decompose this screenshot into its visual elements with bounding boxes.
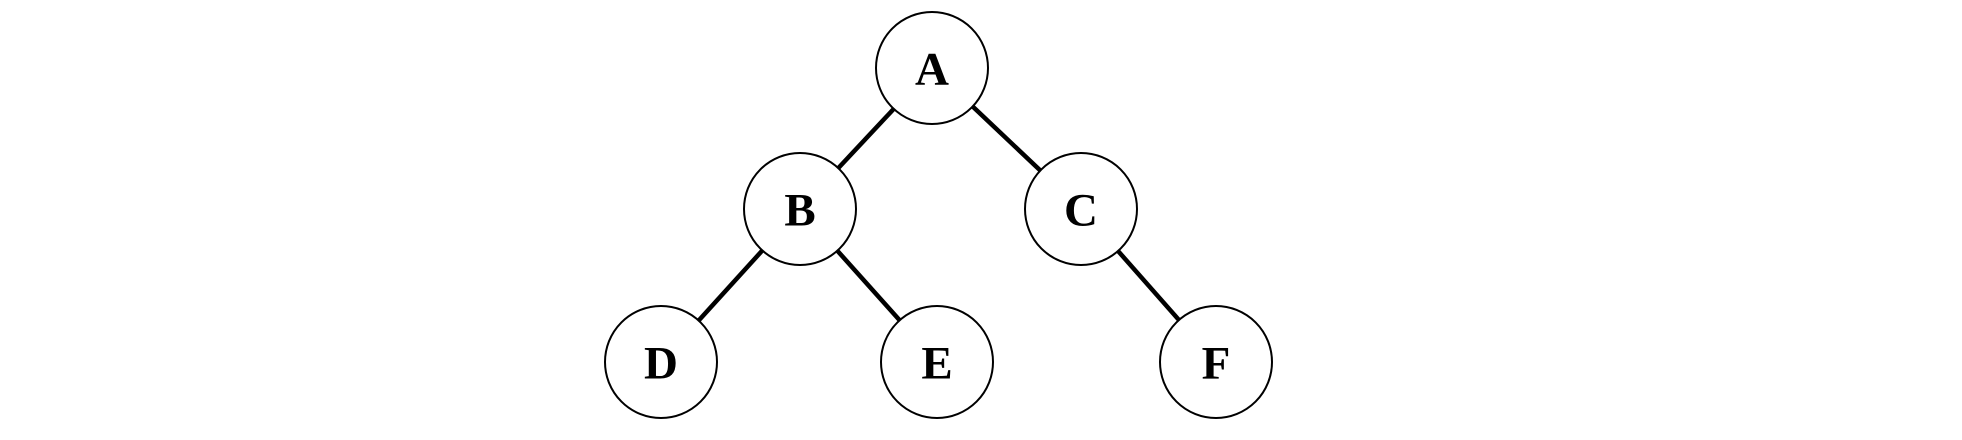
tree-nodes-layer: A B C D E F <box>604 11 1273 419</box>
tree-node-label: D <box>644 338 678 390</box>
tree-node-b: B <box>743 152 857 266</box>
tree-node-label: E <box>921 338 952 390</box>
tree-node-label: B <box>784 185 815 237</box>
tree-node-circle <box>604 305 718 419</box>
tree-node-d: D <box>604 305 718 419</box>
tree-node-e: E <box>880 305 994 419</box>
tree-node-circle <box>875 11 989 125</box>
tree-node-label: C <box>1064 185 1098 237</box>
tree-node-a: A <box>875 11 989 125</box>
tree-node-c: C <box>1024 152 1138 266</box>
tree-node-f: F <box>1159 305 1273 419</box>
tree-node-circle <box>880 305 994 419</box>
tree-node-label: A <box>915 44 949 96</box>
tree-node-label: F <box>1202 338 1231 390</box>
tree-node-circle <box>743 152 857 266</box>
tree-node-circle <box>1024 152 1138 266</box>
tree-node-circle <box>1159 305 1273 419</box>
